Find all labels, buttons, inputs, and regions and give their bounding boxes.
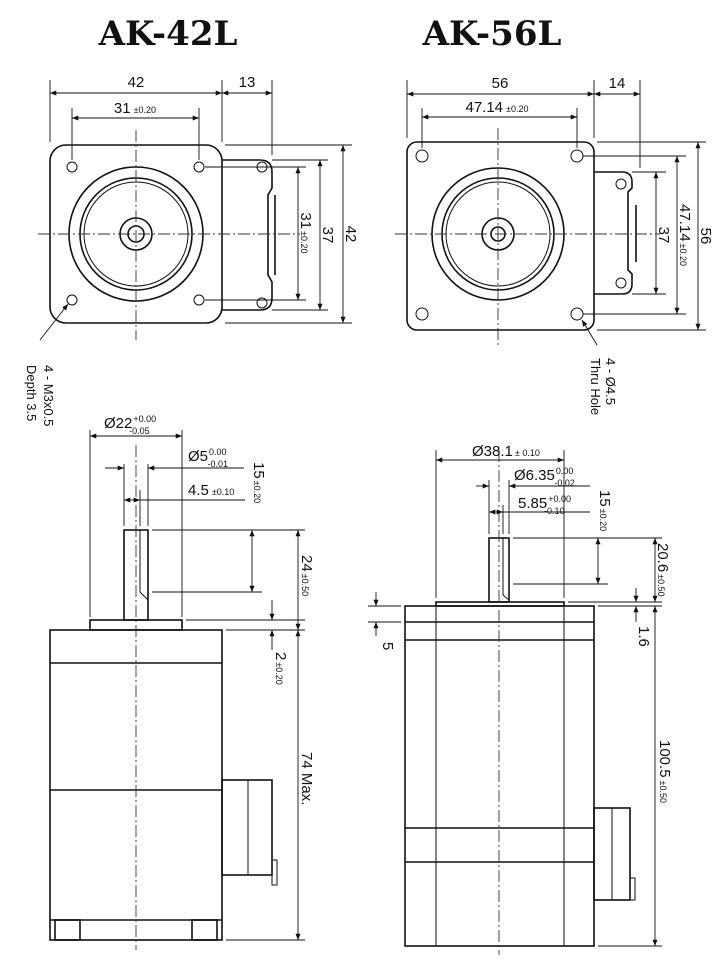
- ak56l-side-view: [404, 450, 636, 955]
- ak42l-front-dimensions: [39, 80, 352, 341]
- ak56l-conn-width-label: 14: [609, 75, 626, 92]
- ak42l-flat-label: 4.5±0.10: [188, 482, 234, 499]
- ak42l-side-view: [49, 445, 278, 950]
- ak42l-flat-len-label: 15±0.20: [250, 462, 267, 503]
- ak42l-pilot-h-label: 2±0.20: [272, 652, 289, 685]
- ak56l-shaft-dia-label: Ø6.350.00-0.02: [514, 466, 575, 488]
- ak56l-width-label: 56: [492, 75, 509, 92]
- ak56l-inner-vertical-label: 37: [655, 227, 672, 244]
- ak42l-side-dimensions: [89, 430, 305, 941]
- ak56l-pilot-h-label: 1.6: [635, 626, 652, 647]
- ak42l-hole-spacing-label: 31±0.20: [114, 100, 156, 117]
- ak42l-hole-spacing-vertical-label: 31±0.20: [297, 212, 314, 253]
- ak56l-hole-note-1: 4 - Ø4.5: [603, 358, 618, 405]
- ak56l-hole-spacing-label: 47.14±0.20: [465, 99, 528, 116]
- ak42l-width-label: 42: [128, 74, 145, 91]
- ak42l-front-view: [38, 130, 300, 340]
- ak42l-hole-note-2: Depth 3.5: [24, 365, 39, 421]
- ak42l-hole-note-1: 4 - M3x0.5: [41, 365, 56, 426]
- ak42l-shaft-dia-label: Ø50.00-0.01: [188, 447, 228, 469]
- ak56l-side-dimensions: [368, 450, 662, 947]
- ak42l-inner-vertical-label: 37: [319, 227, 336, 244]
- ak56l-front-view: [395, 128, 660, 345]
- model-title-ak56l: AK-56L: [422, 14, 562, 54]
- ak42l-pilot-dia-label: Ø22+0.00-0.05: [104, 414, 156, 436]
- ak56l-flat-len-label: 15±0.20: [596, 490, 613, 531]
- ak56l-shaft-len-label: 20.6±0.50: [654, 543, 671, 597]
- ak56l-height-label: 56: [697, 228, 714, 245]
- ak42l-shaft-len-label: 24±0.50: [298, 555, 315, 596]
- ak56l-hole-spacing-vertical-label: 47.14±0.20: [676, 204, 693, 266]
- ak56l-hole-note-2: Thru Hole: [588, 358, 603, 415]
- model-title-ak42l: AK-42L: [98, 14, 238, 54]
- ak42l-body-len-label: 74 Max.: [298, 752, 315, 805]
- ak56l-flat-label: 5.85+0.00-0.10: [518, 494, 571, 516]
- ak42l-height-label: 42: [342, 226, 359, 243]
- ak56l-body-len-label: 100.5±0.50: [656, 740, 673, 803]
- ak42l-conn-width-label: 13: [239, 74, 256, 91]
- ak56l-pilot-dia-label: Ø38.1± 0.10: [472, 443, 540, 460]
- ak56l-flange-th-label: 5: [379, 642, 396, 650]
- ak56l-front-dimensions: [406, 80, 706, 346]
